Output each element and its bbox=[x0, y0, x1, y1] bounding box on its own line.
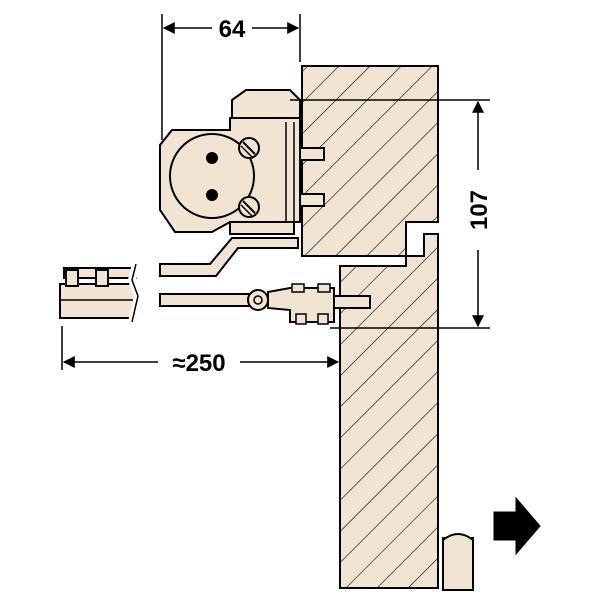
dimension-length: ≈250 bbox=[61, 326, 340, 377]
dimension-length-label: ≈250 bbox=[172, 350, 225, 377]
dimension-width-label: 64 bbox=[219, 16, 246, 43]
hinge-pin bbox=[442, 533, 474, 591]
lower-arm bbox=[159, 293, 251, 307]
dimension-height: 107 bbox=[290, 99, 493, 329]
arm-bracket bbox=[247, 283, 371, 325]
adjustment-disc bbox=[169, 133, 255, 219]
screw-icon bbox=[238, 196, 260, 218]
dimension-height-label: 107 bbox=[466, 190, 493, 230]
right-arrow-icon bbox=[493, 496, 541, 556]
upper-arm bbox=[159, 237, 299, 277]
door-frame bbox=[301, 65, 439, 257]
dimension-width: 64 bbox=[161, 14, 301, 140]
screw-icon bbox=[238, 137, 260, 159]
arm-end-piece bbox=[59, 263, 143, 323]
door-leaf bbox=[339, 233, 439, 589]
closer-body bbox=[159, 89, 325, 235]
